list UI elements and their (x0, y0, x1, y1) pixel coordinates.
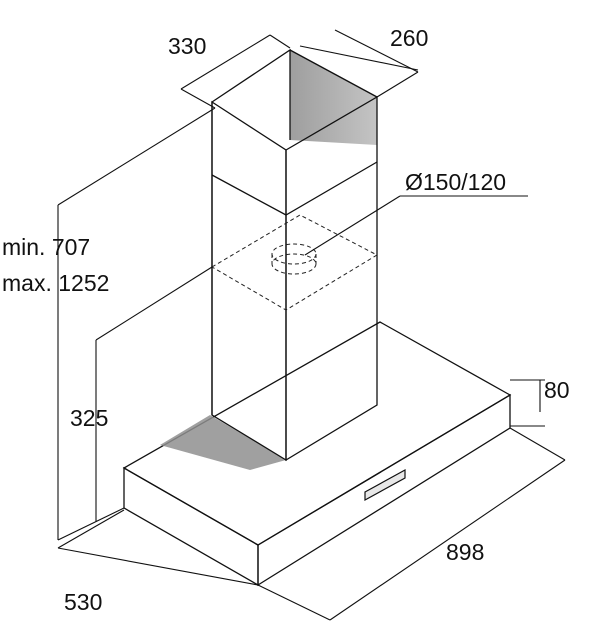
dimension-labels: 330 260 Ø150/120 min. 707 max. 1252 325 … (2, 25, 570, 615)
outlet-plane (211, 214, 379, 311)
dimension-lines (57, 29, 566, 621)
height-min-label: min. 707 (2, 234, 90, 260)
chimney-front-face (211, 100, 287, 462)
outlet-diameter-label: Ø150/120 (405, 169, 506, 195)
height-max-label: max. 1252 (2, 270, 109, 296)
control-panel (364, 468, 406, 502)
outlet-ring-bottom (271, 253, 317, 275)
dim-depth-line (57, 509, 125, 549)
dim-width-line (329, 459, 566, 621)
chimney-inner-back (290, 50, 377, 145)
outlet-leader (304, 195, 401, 256)
duct-depth-label: 260 (390, 25, 428, 51)
chimney-shadow (160, 415, 286, 470)
chimney-joint-line (211, 161, 378, 216)
depth-label: 530 (64, 589, 102, 615)
width-label: 898 (446, 539, 484, 565)
canopy-height-label: 325 (70, 405, 108, 431)
dim-duct-width-line (180, 34, 271, 90)
chimney (211, 48, 378, 462)
chimney-side-face (285, 95, 378, 462)
duct-width-label: 330 (168, 33, 206, 59)
outlet-hidden-lines (211, 214, 379, 311)
canopy-thickness-label: 80 (544, 377, 570, 403)
chimney-top-right-edge (289, 49, 378, 98)
dim-duct-depth-line (299, 45, 419, 71)
canopy-front-left-face (123, 466, 259, 587)
